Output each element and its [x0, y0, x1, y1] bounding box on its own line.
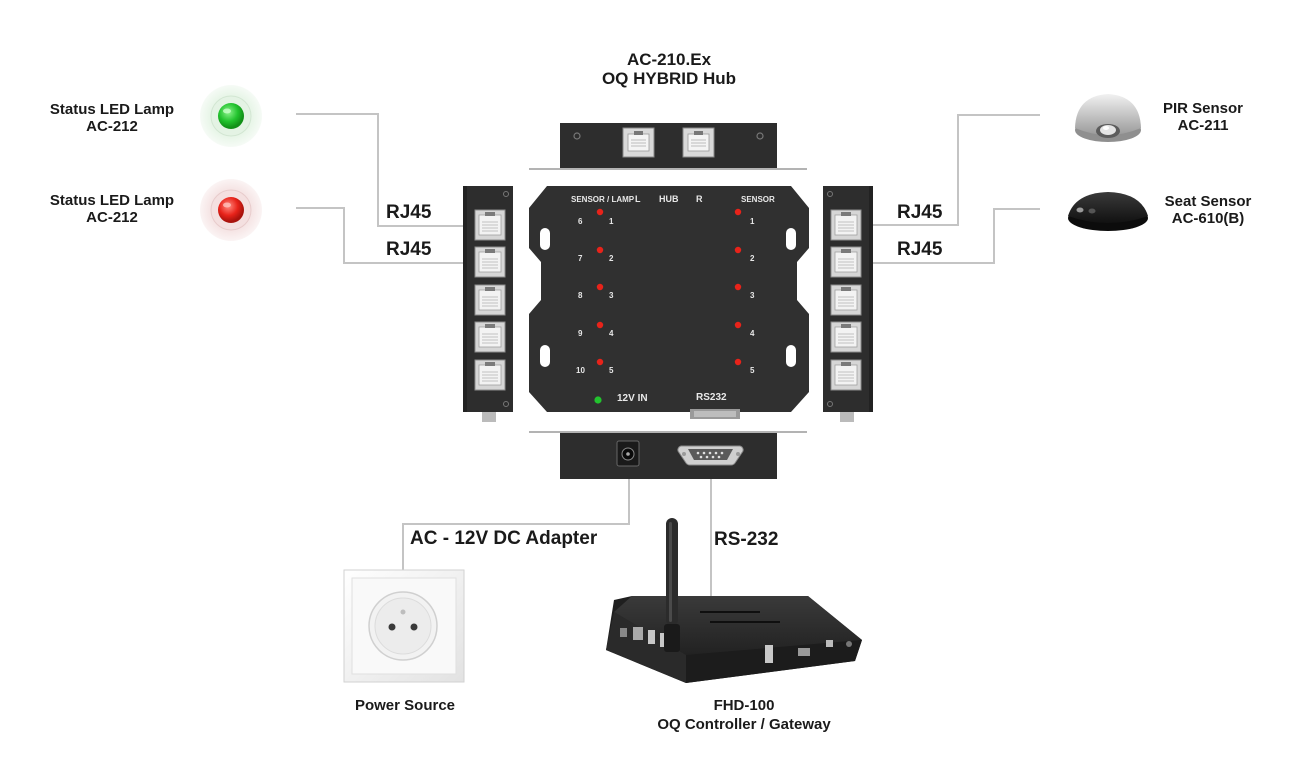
red-indicator-led — [596, 208, 604, 216]
hub-indicator-leds — [594, 208, 742, 404]
rj45-port — [474, 209, 506, 241]
port-number-mid: 3 — [609, 291, 614, 300]
red-indicator-led — [596, 246, 604, 254]
port-number-mid: 5 — [609, 366, 614, 375]
port-number-mid: 4 — [609, 329, 614, 338]
panel-label-hub: HUB — [659, 194, 679, 204]
top-rj45-port-2 — [682, 127, 715, 158]
red-indicator-led — [734, 321, 742, 329]
lamp-red-name: Status LED Lamp — [49, 192, 175, 209]
wall-power-socket — [343, 569, 465, 683]
seat-sensor-device — [1068, 192, 1148, 231]
left-rj45-ports — [474, 209, 506, 391]
right-rj45-panel — [823, 186, 873, 422]
red-indicator-led — [734, 358, 742, 366]
fhd-100-controller-device — [606, 518, 862, 683]
panel-label-rs232: RS232 — [696, 392, 727, 403]
port-number-left: 10 — [576, 366, 585, 375]
wire-seat — [872, 208, 1040, 264]
rj45-port — [830, 321, 862, 353]
controller-model-label: FHD-100 — [713, 697, 775, 714]
rj45-port — [474, 359, 506, 391]
hub-bottom-side-view — [529, 431, 807, 479]
port-number-right: 5 — [750, 366, 755, 375]
rj45-port — [830, 284, 862, 316]
pir-sensor-name: PIR Sensor — [1162, 100, 1244, 117]
port-number-left: 7 — [578, 254, 583, 263]
right-rj45-ports — [830, 209, 862, 391]
red-indicator-led — [596, 358, 604, 366]
seat-sensor-name: Seat Sensor — [1164, 193, 1252, 210]
seat-sensor-model: AC-610(B) — [1171, 210, 1245, 227]
port-number-mid: 1 — [609, 217, 614, 226]
rj45-port — [474, 246, 506, 278]
port-number-left: 9 — [578, 329, 583, 338]
wire-pir — [872, 114, 1040, 226]
rj45-label-right-1: RJ45 — [897, 202, 943, 223]
red-indicator-led — [734, 246, 742, 254]
rj45-port — [830, 209, 862, 241]
top-rj45-port-1 — [622, 127, 655, 158]
wire-lamp-green — [296, 113, 465, 227]
rj45-port — [474, 284, 506, 316]
port-number-right: 1 — [750, 217, 755, 226]
rj45-port — [830, 359, 862, 391]
controller-name-label: OQ Controller / Gateway — [657, 716, 831, 733]
port-number-right: 2 — [750, 254, 755, 263]
red-indicator-led — [734, 283, 742, 291]
hub-model-label: AC-210.Ex — [626, 50, 712, 69]
panel-label-power-in: 12V IN — [617, 393, 648, 404]
db9-serial-port — [677, 445, 744, 466]
hub-top-side-view — [529, 123, 807, 170]
rj45-label-right-2: RJ45 — [897, 239, 943, 260]
rj45-label-left-2: RJ45 — [386, 239, 432, 260]
panel-label-l: L — [635, 194, 641, 204]
panel-label-sensor-lamp: SENSOR / LAMP — [571, 195, 635, 204]
port-number-mid: 2 — [609, 254, 614, 263]
wire-lamp-red — [296, 207, 465, 264]
status-led-lamp-green — [200, 85, 262, 147]
rs232-label: RS-232 — [714, 529, 779, 550]
port-number-right: 4 — [750, 329, 755, 338]
rj45-label-left-1: RJ45 — [386, 202, 432, 223]
port-number-right: 3 — [750, 291, 755, 300]
power-source-label: Power Source — [354, 697, 456, 714]
status-led-lamp-red — [200, 179, 262, 241]
pir-sensor-device — [1075, 94, 1141, 142]
power-indicator-led — [594, 396, 602, 404]
wires — [296, 113, 1040, 596]
left-rj45-panel — [463, 186, 513, 422]
hub-name-label: OQ HYBRID Hub — [601, 69, 737, 88]
lamp-red-model: AC-212 — [86, 209, 138, 226]
port-number-left: 8 — [578, 291, 583, 300]
lamp-green-name: Status LED Lamp — [49, 101, 175, 118]
wire-adapter — [402, 478, 630, 570]
port-number-left: 6 — [578, 217, 583, 226]
rj45-port — [474, 321, 506, 353]
dc-power-jack — [616, 440, 640, 467]
pir-sensor-model: AC-211 — [1177, 117, 1229, 134]
rj45-port — [830, 246, 862, 278]
red-indicator-led — [596, 321, 604, 329]
hub-main-body — [529, 186, 809, 419]
red-indicator-led — [734, 208, 742, 216]
panel-label-sensor: SENSOR — [741, 195, 775, 204]
red-indicator-led — [596, 283, 604, 291]
lamp-green-model: AC-212 — [86, 118, 138, 135]
panel-label-r: R — [696, 194, 703, 204]
adapter-label: AC - 12V DC Adapter — [410, 528, 598, 549]
